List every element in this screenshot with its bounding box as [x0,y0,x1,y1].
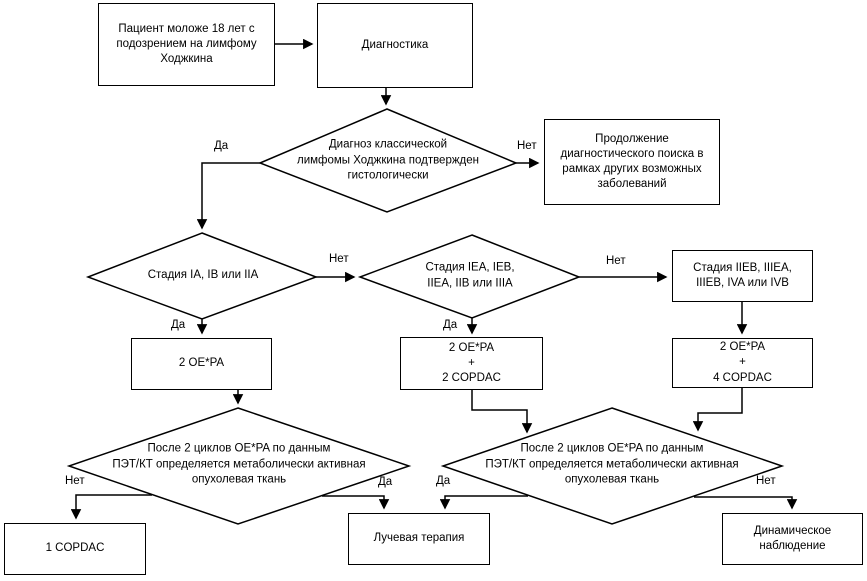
edge-copdac4-to-pet-right [692,388,743,432]
decision-histology-label: Диагноз классической лимфомы Ходжкина по… [296,138,480,182]
edge-histology-yes [196,162,260,230]
node-2oepa: 2 OE*PA [131,338,272,390]
decision-pet-left-label: После 2 циклов OE*PA по данным ПЭТ/КТ оп… [112,442,366,486]
edge-label-pet-left-yes: Да [378,476,393,488]
edge-copdac2-to-pet-right [471,390,533,434]
node-diagnostics: Диагностика [317,3,473,88]
edge-label-pet-right-no: Нет [756,475,776,487]
edge-label-stage-intermediate-yes: Да [443,319,458,331]
node-radiotherapy: Лучевая терапия [348,513,490,565]
node-continue-search: Продолжение диагностического поиска в ра… [544,119,720,205]
edge-pet-right-no [694,496,798,510]
decision-stage-intermediate-label: Стадия IEA, IEB, IIEA, IIB или IIIA [425,261,515,289]
edge-pet-right-yes [439,495,528,510]
decision-pet-right-shape [440,407,785,525]
node-1copdac: 1 COPDAC [4,523,146,575]
edge-label-pet-left-no: Нет [65,475,85,487]
edge-label-stage-early-yes: Да [171,319,186,331]
edge-pet-left-yes [322,495,390,510]
node-2oepa-2copdac: 2 OE*PA + 2 COPDAC [400,337,543,390]
node-observation: Динамическое наблюдение [722,513,863,565]
edge-label-stage-intermediate-no: Нет [606,255,626,267]
node-patient: Пациент моложе 18 лет с подозрением на л… [98,3,275,86]
node-2oepa-4copdac: 2 OE*PA + 4 COPDAC [672,338,813,388]
decision-histology-shape [258,108,519,213]
node-stage-advanced: Стадия IIEB, IIIEA, IIIEB, IVA или IVB [672,250,813,302]
edge-label-pet-right-yes: Да [436,475,451,487]
edge-label-histology-yes: Да [214,140,229,152]
edge-label-histology-no: Нет [517,140,537,152]
edge-pet-left-no [70,494,152,520]
decision-pet-right-label: После 2 циклов OE*PA по данным ПЭТ/КТ оп… [485,442,739,486]
decision-stage-early-label: Стадия IA, IB или IIA [147,269,259,282]
edge-label-stage-early-no: Нет [329,253,349,265]
decision-pet-left-shape [66,407,412,525]
